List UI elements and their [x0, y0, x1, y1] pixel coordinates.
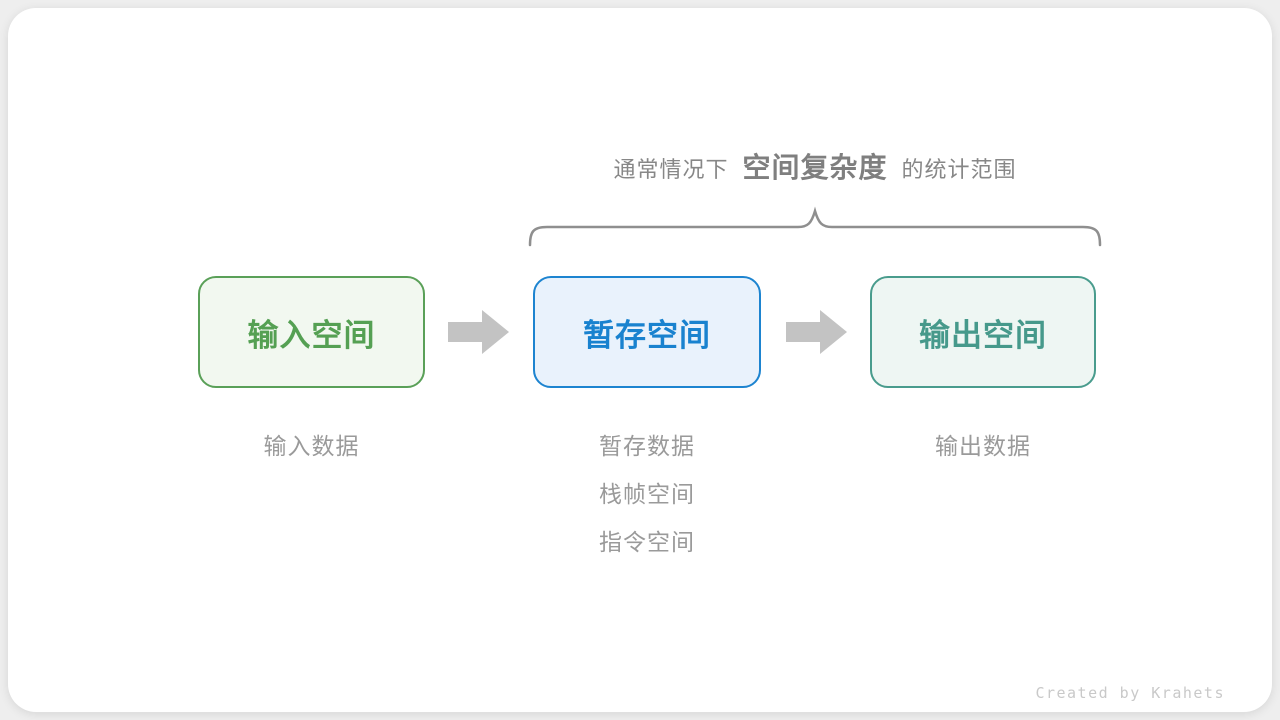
arrow-right-icon	[448, 310, 509, 354]
output-space-box: 输出空间	[870, 276, 1096, 388]
title-prefix: 通常情况下	[613, 157, 729, 182]
credit-text: Created by Krahets	[1035, 684, 1225, 702]
title-emphasis: 空间复杂度	[742, 152, 888, 183]
caption-line: 输出数据	[935, 433, 1031, 459]
temp-space-box: 暂存空间	[533, 276, 761, 388]
diagram-card: 通常情况下 空间复杂度 的统计范围 输入空间 暂存空间 输出空间 输入数据 暂存…	[8, 8, 1272, 712]
caption-line: 栈帧空间	[599, 481, 695, 507]
caption-line: 指令空间	[599, 529, 695, 555]
curly-brace-icon	[528, 206, 1102, 247]
arrow-right-icon	[786, 310, 847, 354]
input-space-caption: 输入数据	[198, 422, 425, 470]
output-space-label: 输出空间	[919, 317, 1047, 353]
input-space-label: 输入空间	[247, 317, 376, 353]
temp-space-caption: 暂存数据 栈帧空间 指令空间	[533, 422, 761, 566]
caption-line: 暂存数据	[599, 433, 695, 459]
caption-line: 输入数据	[263, 433, 360, 459]
output-space-caption: 输出数据	[870, 422, 1096, 470]
title-suffix: 的统计范围	[901, 157, 1017, 182]
temp-space-label: 暂存空间	[583, 317, 711, 353]
input-space-box: 输入空间	[198, 276, 425, 388]
annotation-title: 通常情况下 空间复杂度 的统计范围	[528, 146, 1102, 186]
